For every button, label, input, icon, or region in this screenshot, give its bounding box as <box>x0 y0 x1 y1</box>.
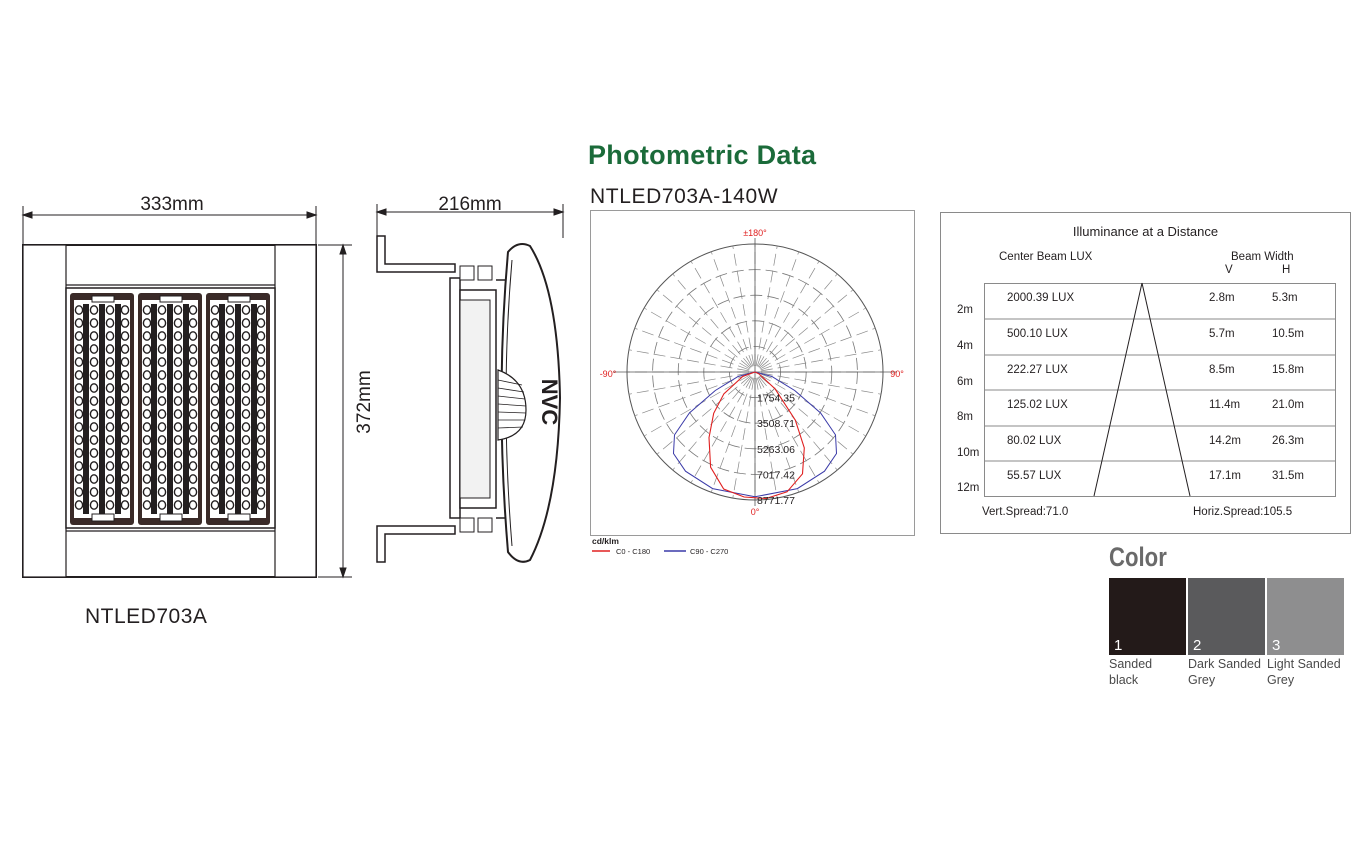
distance-label: 12m <box>957 482 980 494</box>
distance-label: 4m <box>957 340 973 352</box>
angle-label-bottom: 0° <box>751 507 760 517</box>
beam-width-h: 5.3m <box>1272 292 1298 304</box>
legend-label-c0: C0 - C180 <box>616 547 650 556</box>
side-view-drawing: 216mm NVC <box>375 194 565 563</box>
beam-width-v: 2.8m <box>1209 292 1235 304</box>
beam-width-h: 31.5m <box>1272 470 1304 482</box>
brand-logo: NVC <box>537 379 562 426</box>
swatch-number: 2 <box>1193 637 1202 654</box>
col-header-v: V <box>1225 264 1233 276</box>
ring-value-label: 5263.06 <box>757 444 795 456</box>
distance-label: 10m <box>957 447 980 459</box>
lux-value: 80.02 LUX <box>1007 435 1062 447</box>
angle-label-right: 90° <box>890 369 904 379</box>
led-modules <box>70 293 270 525</box>
color-swatch: 2 <box>1188 578 1265 655</box>
led-module <box>70 293 134 525</box>
illuminance-panel: Illuminance at a Distance Center Beam LU… <box>940 212 1351 534</box>
swatch-label-line1: Dark Sanded <box>1188 657 1261 671</box>
lux-value: 222.27 LUX <box>1007 364 1068 376</box>
col-header-beam-width: Beam Width <box>1231 251 1294 263</box>
horizontal-spread: Horiz.Spread:105.5 <box>1193 506 1293 518</box>
width-dimension <box>21 206 318 248</box>
swatch-number: 1 <box>1114 637 1123 654</box>
polar-legend: C0 - C180 C90 - C270 <box>592 547 728 556</box>
lux-value: 500.10 LUX <box>1007 328 1068 340</box>
led-module <box>138 293 202 525</box>
lux-value: 55.57 LUX <box>1007 470 1062 482</box>
ring-value-label: 1754.35 <box>757 393 795 405</box>
distance-label: 8m <box>957 411 973 423</box>
swatch-label-line2: Grey <box>1188 673 1216 687</box>
illuminance-title: Illuminance at a Distance <box>1072 224 1219 239</box>
col-header-lux: Center Beam LUX <box>999 251 1093 263</box>
ring-value-label: 8771.77 <box>757 495 795 507</box>
color-heading: Color <box>1109 542 1167 572</box>
beam-width-v: 5.7m <box>1209 328 1235 340</box>
color-swatch: 1 <box>1109 578 1186 655</box>
height-label: 372mm <box>354 370 375 433</box>
ring-value-labels: 1754.35 3508.71 5263.06 7017.42 8771.77 <box>757 393 795 507</box>
swatch-number: 3 <box>1272 637 1281 654</box>
depth-label: 216mm <box>438 194 501 215</box>
distance-label: 2m <box>957 304 973 316</box>
swatch-label-line1: Sanded <box>1109 657 1153 671</box>
beam-cone <box>1093 282 1191 497</box>
swatch-label-line1: Light Sanded <box>1267 657 1341 671</box>
vertical-spread: Vert.Spread:71.0 <box>982 506 1069 518</box>
beam-width-v: 14.2m <box>1209 435 1241 447</box>
polar-unit-label: cd/klm <box>592 536 619 546</box>
ring-value-label: 3508.71 <box>757 418 795 430</box>
polar-curves <box>672 371 838 500</box>
model-variant-label: NTLED703A-140W <box>590 185 779 208</box>
page-title: Photometric Data <box>588 140 817 170</box>
color-swatch: 3 <box>1267 578 1344 655</box>
beam-width-v: 17.1m <box>1209 470 1241 482</box>
swatch-label-line2: black <box>1109 673 1139 687</box>
polar-chart: ±180° -90° 90° 0° 1754.35 3508.71 5263.06 7… <box>590 210 915 556</box>
housing-side <box>376 235 562 563</box>
beam-width-h: 15.8m <box>1272 364 1304 376</box>
swatch-label: Sanded black <box>1109 656 1189 688</box>
swatch-label-line2: Grey <box>1267 673 1295 687</box>
led-module <box>206 293 270 525</box>
width-label: 333mm <box>140 194 203 215</box>
height-dimension <box>318 243 352 579</box>
series-c90-c270-line <box>672 371 838 498</box>
series-c0-c180-line <box>708 371 805 500</box>
legend-label-c90: C90 - C270 <box>690 547 728 556</box>
front-view-drawing: 333mm 372mm <box>21 194 375 579</box>
illuminance-grid <box>984 282 1336 497</box>
angle-label-top: ±180° <box>743 228 767 238</box>
angle-label-left: -90° <box>600 369 617 379</box>
beam-width-h: 21.0m <box>1272 399 1304 411</box>
beam-width-v: 11.4m <box>1209 399 1241 411</box>
ring-value-label: 7017.42 <box>757 469 795 481</box>
beam-width-h: 10.5m <box>1272 328 1304 340</box>
distance-label: 6m <box>957 376 973 388</box>
beam-width-v: 8.5m <box>1209 364 1235 376</box>
beam-width-h: 26.3m <box>1272 435 1304 447</box>
lux-value: 125.02 LUX <box>1007 399 1068 411</box>
lux-value: 2000.39 LUX <box>1007 292 1075 304</box>
col-header-h: H <box>1282 264 1291 276</box>
model-name-label: NTLED703A <box>85 605 208 628</box>
